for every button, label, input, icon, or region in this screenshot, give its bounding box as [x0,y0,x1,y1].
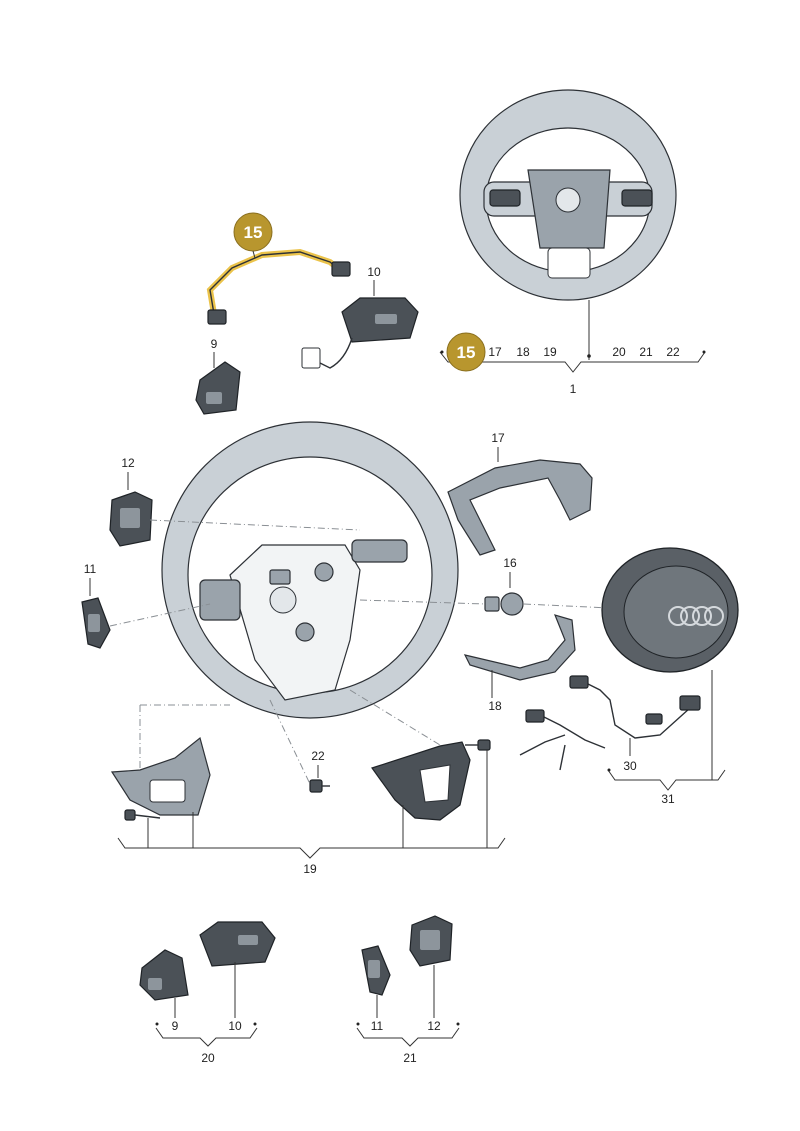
label-17: 17 [491,431,505,445]
label-30: 30 [623,759,637,773]
part-16-bolt[interactable] [484,592,524,616]
group-bracket-31 [607,670,726,791]
part-11-switch[interactable] [81,597,111,649]
part-22-screw[interactable] [309,779,330,793]
brand-rings-icon [668,606,724,626]
label-20-bottom: 20 [201,1051,215,1065]
label-16: 16 [503,556,517,570]
part-30-wiring-harness[interactable] [519,675,701,771]
part-15-wiring-harness[interactable] [206,248,351,325]
lower-bezel-left[interactable] [110,736,211,816]
label-21-bottom: 21 [403,1051,417,1065]
group-21-part-11-switch[interactable] [361,945,391,996]
label-1: 1 [570,382,577,396]
label-22: 22 [311,749,325,763]
label-18-group: 18 [516,345,530,359]
highlight-badge-15[interactable]: 15 [233,212,273,252]
group-bracket-21 [356,1022,460,1047]
part-17-trim-cover[interactable] [447,459,593,556]
label-9-bottom: 9 [172,1019,179,1033]
group-bracket-20 [155,1022,258,1047]
group-bracket-1 [439,350,706,373]
label-9: 9 [211,337,218,351]
svg-text:15: 15 [457,343,476,362]
label-10: 10 [367,265,381,279]
part-10-right-switch[interactable] [301,297,419,369]
part-9-left-switch[interactable] [195,361,241,415]
steering-wheel-assembly-illustration [459,89,677,301]
label-18: 18 [488,699,502,713]
label-10-bottom: 10 [228,1019,242,1033]
highlight-badge-15-group[interactable]: 15 [446,332,486,372]
airbag-unit[interactable] [601,547,739,673]
label-19: 19 [303,862,317,876]
screw-right[interactable] [465,739,491,751]
part-18-trim-strip[interactable] [463,614,576,681]
label-19-group: 19 [543,345,557,359]
part-12-switch-module[interactable] [109,491,153,547]
group-20-part-9-switch[interactable] [139,949,189,1001]
group-bracket-19 [117,750,506,859]
label-12: 12 [121,456,135,470]
label-22-group: 22 [666,345,680,359]
label-12-bottom: 12 [427,1019,441,1033]
group-20-part-10-switch[interactable] [199,921,276,967]
label-17-group: 17 [488,345,502,359]
label-20-group: 20 [612,345,626,359]
group-21-part-12-switch[interactable] [409,915,453,967]
label-11: 11 [84,562,97,576]
label-21-group: 21 [639,345,653,359]
lower-cover-right[interactable] [371,741,471,821]
screw-left[interactable] [124,809,161,821]
svg-text:15: 15 [244,223,263,242]
label-11-bottom: 11 [371,1019,384,1033]
label-31: 31 [661,792,675,806]
steering-wheel-frame[interactable] [199,539,408,701]
